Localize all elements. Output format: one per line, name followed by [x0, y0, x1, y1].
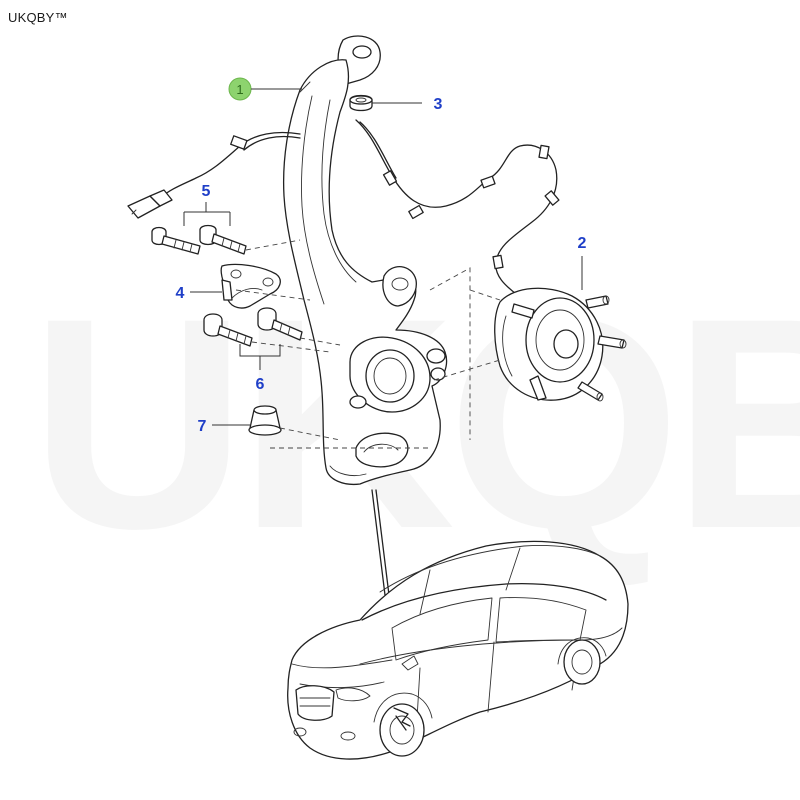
callout-6-label: 6 — [256, 376, 265, 393]
callout-3-label: 3 — [434, 96, 443, 113]
callout-5-leader — [183, 202, 231, 226]
bushing-part-3 — [349, 94, 373, 112]
callout-7-label: 7 — [198, 418, 207, 435]
vehicle-outline — [287, 540, 629, 760]
steering-knuckle — [283, 35, 448, 486]
bracket-part-4 — [220, 263, 281, 309]
assembly-guide-lines — [235, 239, 501, 449]
brand-label: UKQBY™ — [8, 10, 68, 25]
callout-5-label: 5 — [202, 183, 211, 200]
callout-6-leader — [239, 344, 281, 370]
bolts-part-6 — [203, 307, 303, 347]
callout-4-label: 4 — [176, 285, 185, 302]
wheel-hub-part-2 — [494, 287, 627, 402]
callout-1-label: 1 — [236, 82, 243, 97]
nut-part-7 — [248, 405, 282, 436]
bolts-part-5 — [151, 224, 247, 255]
abs-sensor-cable — [127, 119, 560, 295]
callout-2-label: 2 — [578, 235, 587, 252]
